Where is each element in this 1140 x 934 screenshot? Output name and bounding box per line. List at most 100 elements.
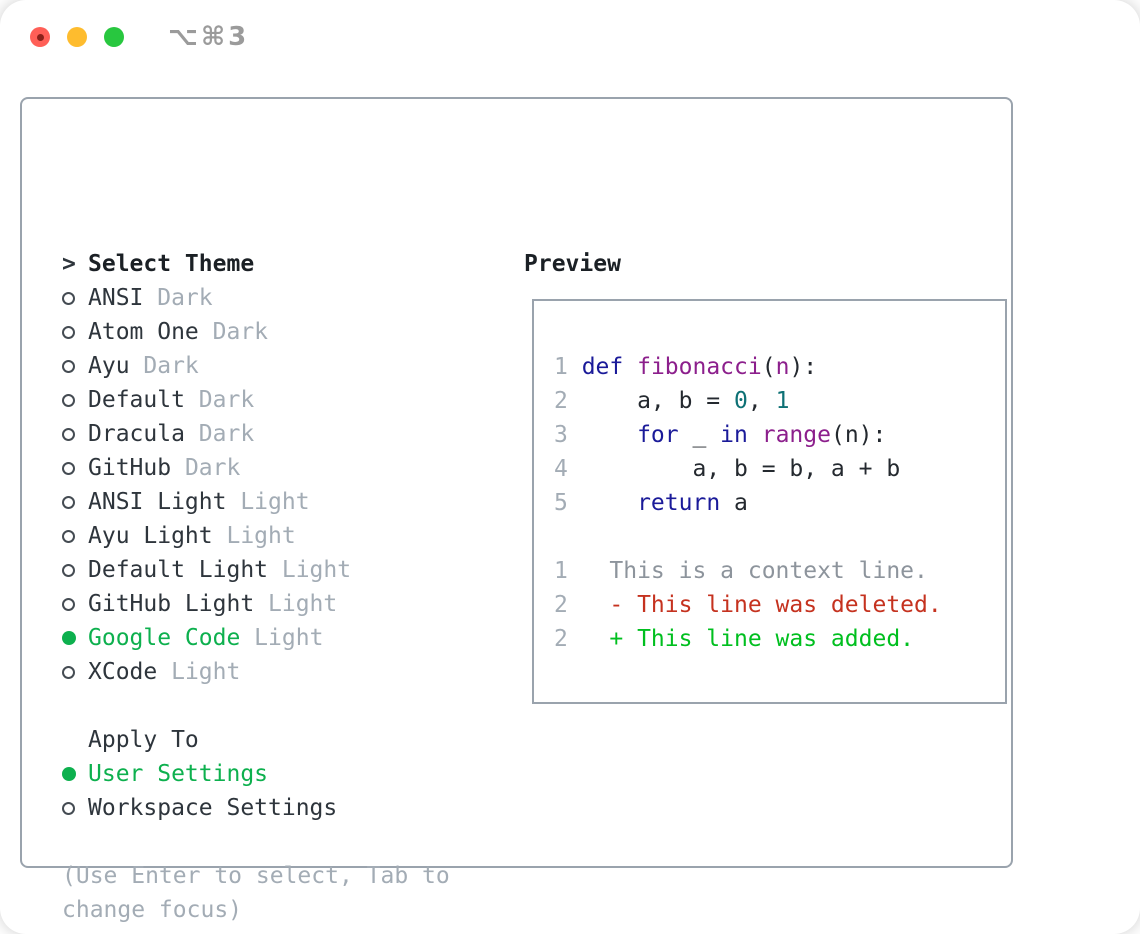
theme-name: GitHub Light xyxy=(88,591,255,617)
code-token xyxy=(582,418,637,452)
code-token: (n): xyxy=(830,422,887,448)
theme-variant-badge: Light xyxy=(254,591,338,617)
apply-option-workspace-settings[interactable]: Workspace Settings xyxy=(62,791,450,825)
theme-name: XCode xyxy=(88,659,158,685)
theme-variant-badge: Dark xyxy=(184,421,255,447)
line-number: 1 xyxy=(554,558,568,584)
theme-option-ansi-dark[interactable]: ANSI Dark xyxy=(62,281,450,315)
theme-name: ANSI xyxy=(88,285,144,311)
close-button[interactable] xyxy=(30,27,50,47)
radio-icon xyxy=(62,393,75,407)
theme-option-ansi-light-light[interactable]: ANSI Light Light xyxy=(62,485,450,519)
theme-list-title: Select Theme xyxy=(88,251,255,277)
radio-selected-icon xyxy=(62,631,76,645)
theme-variant-badge: Dark xyxy=(143,285,213,311)
code-token: n xyxy=(775,354,790,380)
diff-text: - This line was deleted. xyxy=(581,592,942,618)
code-token: in xyxy=(720,422,748,448)
theme-name: Dracula xyxy=(88,421,185,447)
minimize-button[interactable] xyxy=(67,27,87,47)
theme-option-default-light-light[interactable]: Default Light Light xyxy=(62,553,450,587)
code-token: ): xyxy=(789,354,818,380)
theme-option-default-dark[interactable]: Default Dark xyxy=(62,383,450,417)
theme-variant-badge: Light xyxy=(157,659,241,685)
radio-icon xyxy=(62,427,75,441)
radio-icon xyxy=(62,325,75,339)
theme-name: Ayu Light xyxy=(88,523,213,549)
code-token: _ xyxy=(678,422,721,448)
diff-text: This is a context line. xyxy=(581,558,928,584)
code-line: 4 a, b = b, a + b xyxy=(554,452,1005,486)
apply-option-user-settings[interactable]: User Settings xyxy=(62,757,450,791)
code-token xyxy=(748,418,762,452)
code-token: ( xyxy=(761,354,776,380)
theme-name: GitHub xyxy=(88,455,172,481)
apply-option-label: Workspace Settings xyxy=(88,795,338,821)
theme-option-ayu-dark[interactable]: Ayu Dark xyxy=(62,349,450,383)
code-token: a, b = xyxy=(581,388,735,414)
theme-variant-badge: Dark xyxy=(198,319,269,345)
theme-option-dracula-dark[interactable]: Dracula Dark xyxy=(62,417,450,451)
help-text-line-2: change focus) xyxy=(62,897,243,923)
theme-option-xcode-light[interactable]: XCode Light xyxy=(62,655,450,689)
apply-to-header-row: Apply To xyxy=(62,723,450,757)
radio-icon xyxy=(62,461,75,475)
radio-icon xyxy=(62,291,75,305)
radio-icon xyxy=(62,495,75,509)
theme-name: Default xyxy=(88,387,185,413)
spacer xyxy=(62,689,450,723)
code-token xyxy=(582,486,637,520)
theme-name: ANSI Light xyxy=(88,489,227,515)
theme-name: Google Code xyxy=(88,625,241,651)
code-line: 2 a, b = 0, 1 xyxy=(554,384,1005,418)
theme-option-atom-one-dark[interactable]: Atom One Dark xyxy=(62,315,450,349)
zoom-button[interactable] xyxy=(104,27,124,47)
theme-variant-badge: Dark xyxy=(129,353,199,379)
code-token: , xyxy=(747,388,776,414)
diff-line-context: 1 This is a context line. xyxy=(554,554,1005,588)
code-token: def xyxy=(581,354,624,380)
radio-icon xyxy=(62,597,75,611)
theme-name: Atom One xyxy=(88,319,199,345)
code-token: for xyxy=(637,422,679,448)
close-dot-icon xyxy=(36,33,44,41)
code-token: a, b = b, a + b xyxy=(581,456,901,482)
theme-option-github-dark[interactable]: GitHub Dark xyxy=(62,451,450,485)
theme-list-header-row: > Select Theme xyxy=(62,247,450,281)
theme-option-github-light-light[interactable]: GitHub Light Light xyxy=(62,587,450,621)
theme-variant-badge: Dark xyxy=(171,455,241,481)
line-number: 5 xyxy=(554,490,568,516)
radio-icon xyxy=(62,801,75,815)
theme-variant-badge: Light xyxy=(240,625,324,651)
theme-variant-badge: Light xyxy=(226,489,310,515)
line-number: 2 xyxy=(554,388,568,414)
line-number: 3 xyxy=(554,422,568,448)
radio-icon xyxy=(62,529,75,543)
theme-option-google-code-light[interactable]: Google Code Light xyxy=(62,621,450,655)
diff-line-added: 2 + This line was added. xyxy=(554,622,1005,656)
code-token: 0 xyxy=(734,388,748,414)
code-token: return xyxy=(637,490,721,516)
help-text-line-1: (Use Enter to select, Tab to xyxy=(62,863,450,889)
diff-line-deleted: 2 - This line was deleted. xyxy=(554,588,1005,622)
window-titlebar xyxy=(30,27,141,47)
diff-text: + This line was added. xyxy=(581,626,915,652)
diff-sample: 1 This is a context line.2 - This line w… xyxy=(554,554,1005,656)
theme-variant-badge: Light xyxy=(268,557,352,583)
theme-variant-badge: Dark xyxy=(184,387,255,413)
code-token: a xyxy=(720,490,748,516)
code-token xyxy=(623,350,637,384)
radio-icon xyxy=(62,359,75,373)
spacer xyxy=(62,825,450,859)
radio-selected-icon xyxy=(62,767,76,781)
theme-option-ayu-light-light[interactable]: Ayu Light Light xyxy=(62,519,450,553)
line-number: 2 xyxy=(554,592,568,618)
code-line: 3 for _ in range(n): xyxy=(554,418,1005,452)
